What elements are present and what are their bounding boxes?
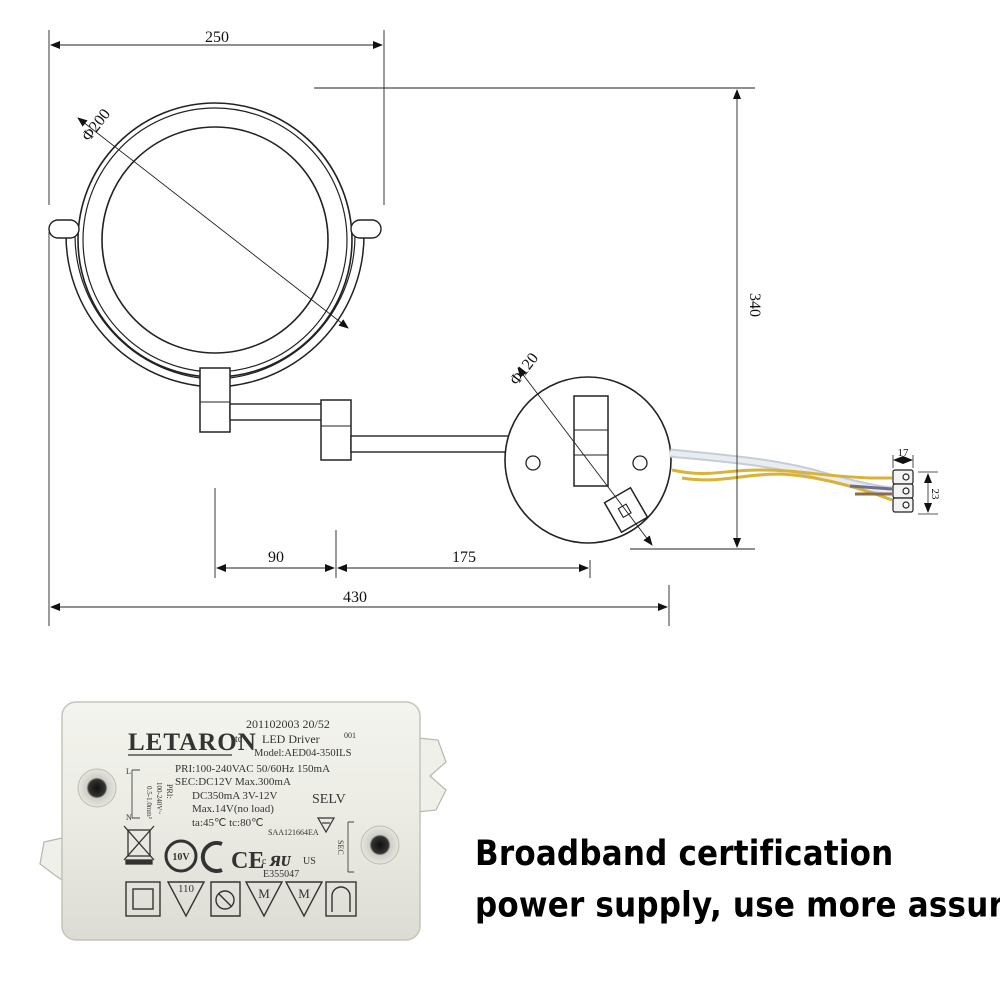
driver-ul-icon: ᴙᴜ — [269, 846, 292, 871]
total-length-label: 430 — [343, 589, 367, 606]
driver-dc: DC350mA 3V-12V — [192, 790, 278, 802]
screw-hole-left — [77, 768, 117, 808]
driver-m-triangle-icon-2 — [284, 881, 324, 918]
dimension-arm: 90 175 — [214, 488, 591, 578]
driver-mark-c: c — [262, 856, 267, 867]
driver-thermal-icon — [325, 881, 357, 917]
driver-serial: 201102003 20/52 — [246, 717, 330, 731]
driver-lamp-icon — [210, 881, 241, 917]
arm-long-label: 175 — [452, 549, 476, 566]
right-pivot-knob — [350, 219, 382, 239]
connector-height-label: 23 — [929, 489, 941, 501]
dimension-width-top-label: 250 — [205, 29, 229, 46]
driver-max-v: Max.14V(no load) — [192, 803, 274, 815]
driver-saa: SAA121664EA — [268, 828, 319, 837]
driver-10v-icon: 10V — [164, 839, 198, 873]
driver-side-n: N — [126, 813, 132, 822]
driver-mark-us: US — [303, 856, 316, 867]
driver-product: LED Driver — [262, 732, 320, 746]
driver-double-insulated-icon — [125, 881, 161, 917]
driver-side-l: L — [126, 767, 131, 776]
dimension-height-label: 340 — [746, 293, 763, 317]
connector-width-label: 17 — [898, 447, 910, 459]
driver-mark-ce: CE — [231, 848, 264, 874]
driver-110-triangle-icon — [166, 881, 206, 918]
caption: Broadband certification power supply, us… — [475, 828, 1000, 931]
driver-serial-sub: 001 — [344, 731, 356, 740]
driver-rcm-icon — [316, 817, 336, 834]
screw-hole-right — [360, 825, 400, 865]
led-driver-photo: LETARON tc 201102003 20/52 001 LED Drive… — [39, 701, 447, 941]
dimension-width-top: 250 — [48, 29, 385, 205]
driver-temps: ta:45℃ tc:80℃ — [192, 817, 263, 829]
driver-side-pri-range: 100-240V~ — [155, 782, 163, 814]
left-pivot-knob — [48, 219, 80, 239]
dimension-connector: 17 23 — [892, 447, 941, 515]
driver-m-triangle-icon-1 — [244, 881, 284, 918]
driver-side-wire: 0.5-1.0mm² — [145, 786, 153, 819]
base-diameter-label: Φ120 — [507, 350, 542, 389]
mirror-head: Φ200 — [48, 102, 382, 387]
driver-side-sec: SEC — [336, 840, 345, 855]
driver-c-arc-icon — [200, 841, 223, 873]
driver-body — [61, 701, 421, 941]
dimension-total-length: 430 — [48, 232, 670, 626]
driver-mark-110: 110 — [178, 883, 195, 895]
mirror-diameter-label: Φ200 — [79, 106, 114, 145]
caption-line-2: power supply, use more assured — [475, 885, 1000, 926]
driver-weee-icon — [123, 825, 155, 865]
driver-mark-m2: M — [298, 886, 310, 901]
caption-line-1: Broadband certification — [475, 833, 894, 874]
driver-mark-10v: 10V — [172, 852, 190, 863]
dimension-height: 340 — [314, 87, 763, 550]
driver-sec-terminal-mark — [347, 821, 354, 873]
driver-model: Model:AED04-350ILS — [254, 748, 352, 759]
driver-mark-m1: M — [258, 886, 270, 901]
technical-drawing: 250 Φ200 — [48, 29, 941, 626]
arm-short-label: 90 — [268, 549, 284, 566]
driver-file-no: E355047 — [263, 869, 299, 880]
driver-side-pri: PRI: — [165, 784, 174, 799]
power-cable — [669, 448, 893, 502]
driver-pri-terminal-mark — [131, 769, 140, 819]
driver-sec: SEC:DC12V Max.300mA — [175, 776, 291, 788]
driver-clip-right — [417, 737, 447, 813]
driver-selv: SELV — [312, 792, 346, 807]
driver-tc-mark: tc — [235, 734, 243, 745]
wall-base-plate: Φ120 — [504, 350, 672, 546]
driver-pri: PRI:100-240VAC 50/60Hz 150mA — [175, 763, 330, 775]
driver-brand: LETARON — [128, 729, 257, 756]
terminal-block — [892, 469, 914, 513]
driver-clip-left — [39, 837, 63, 882]
